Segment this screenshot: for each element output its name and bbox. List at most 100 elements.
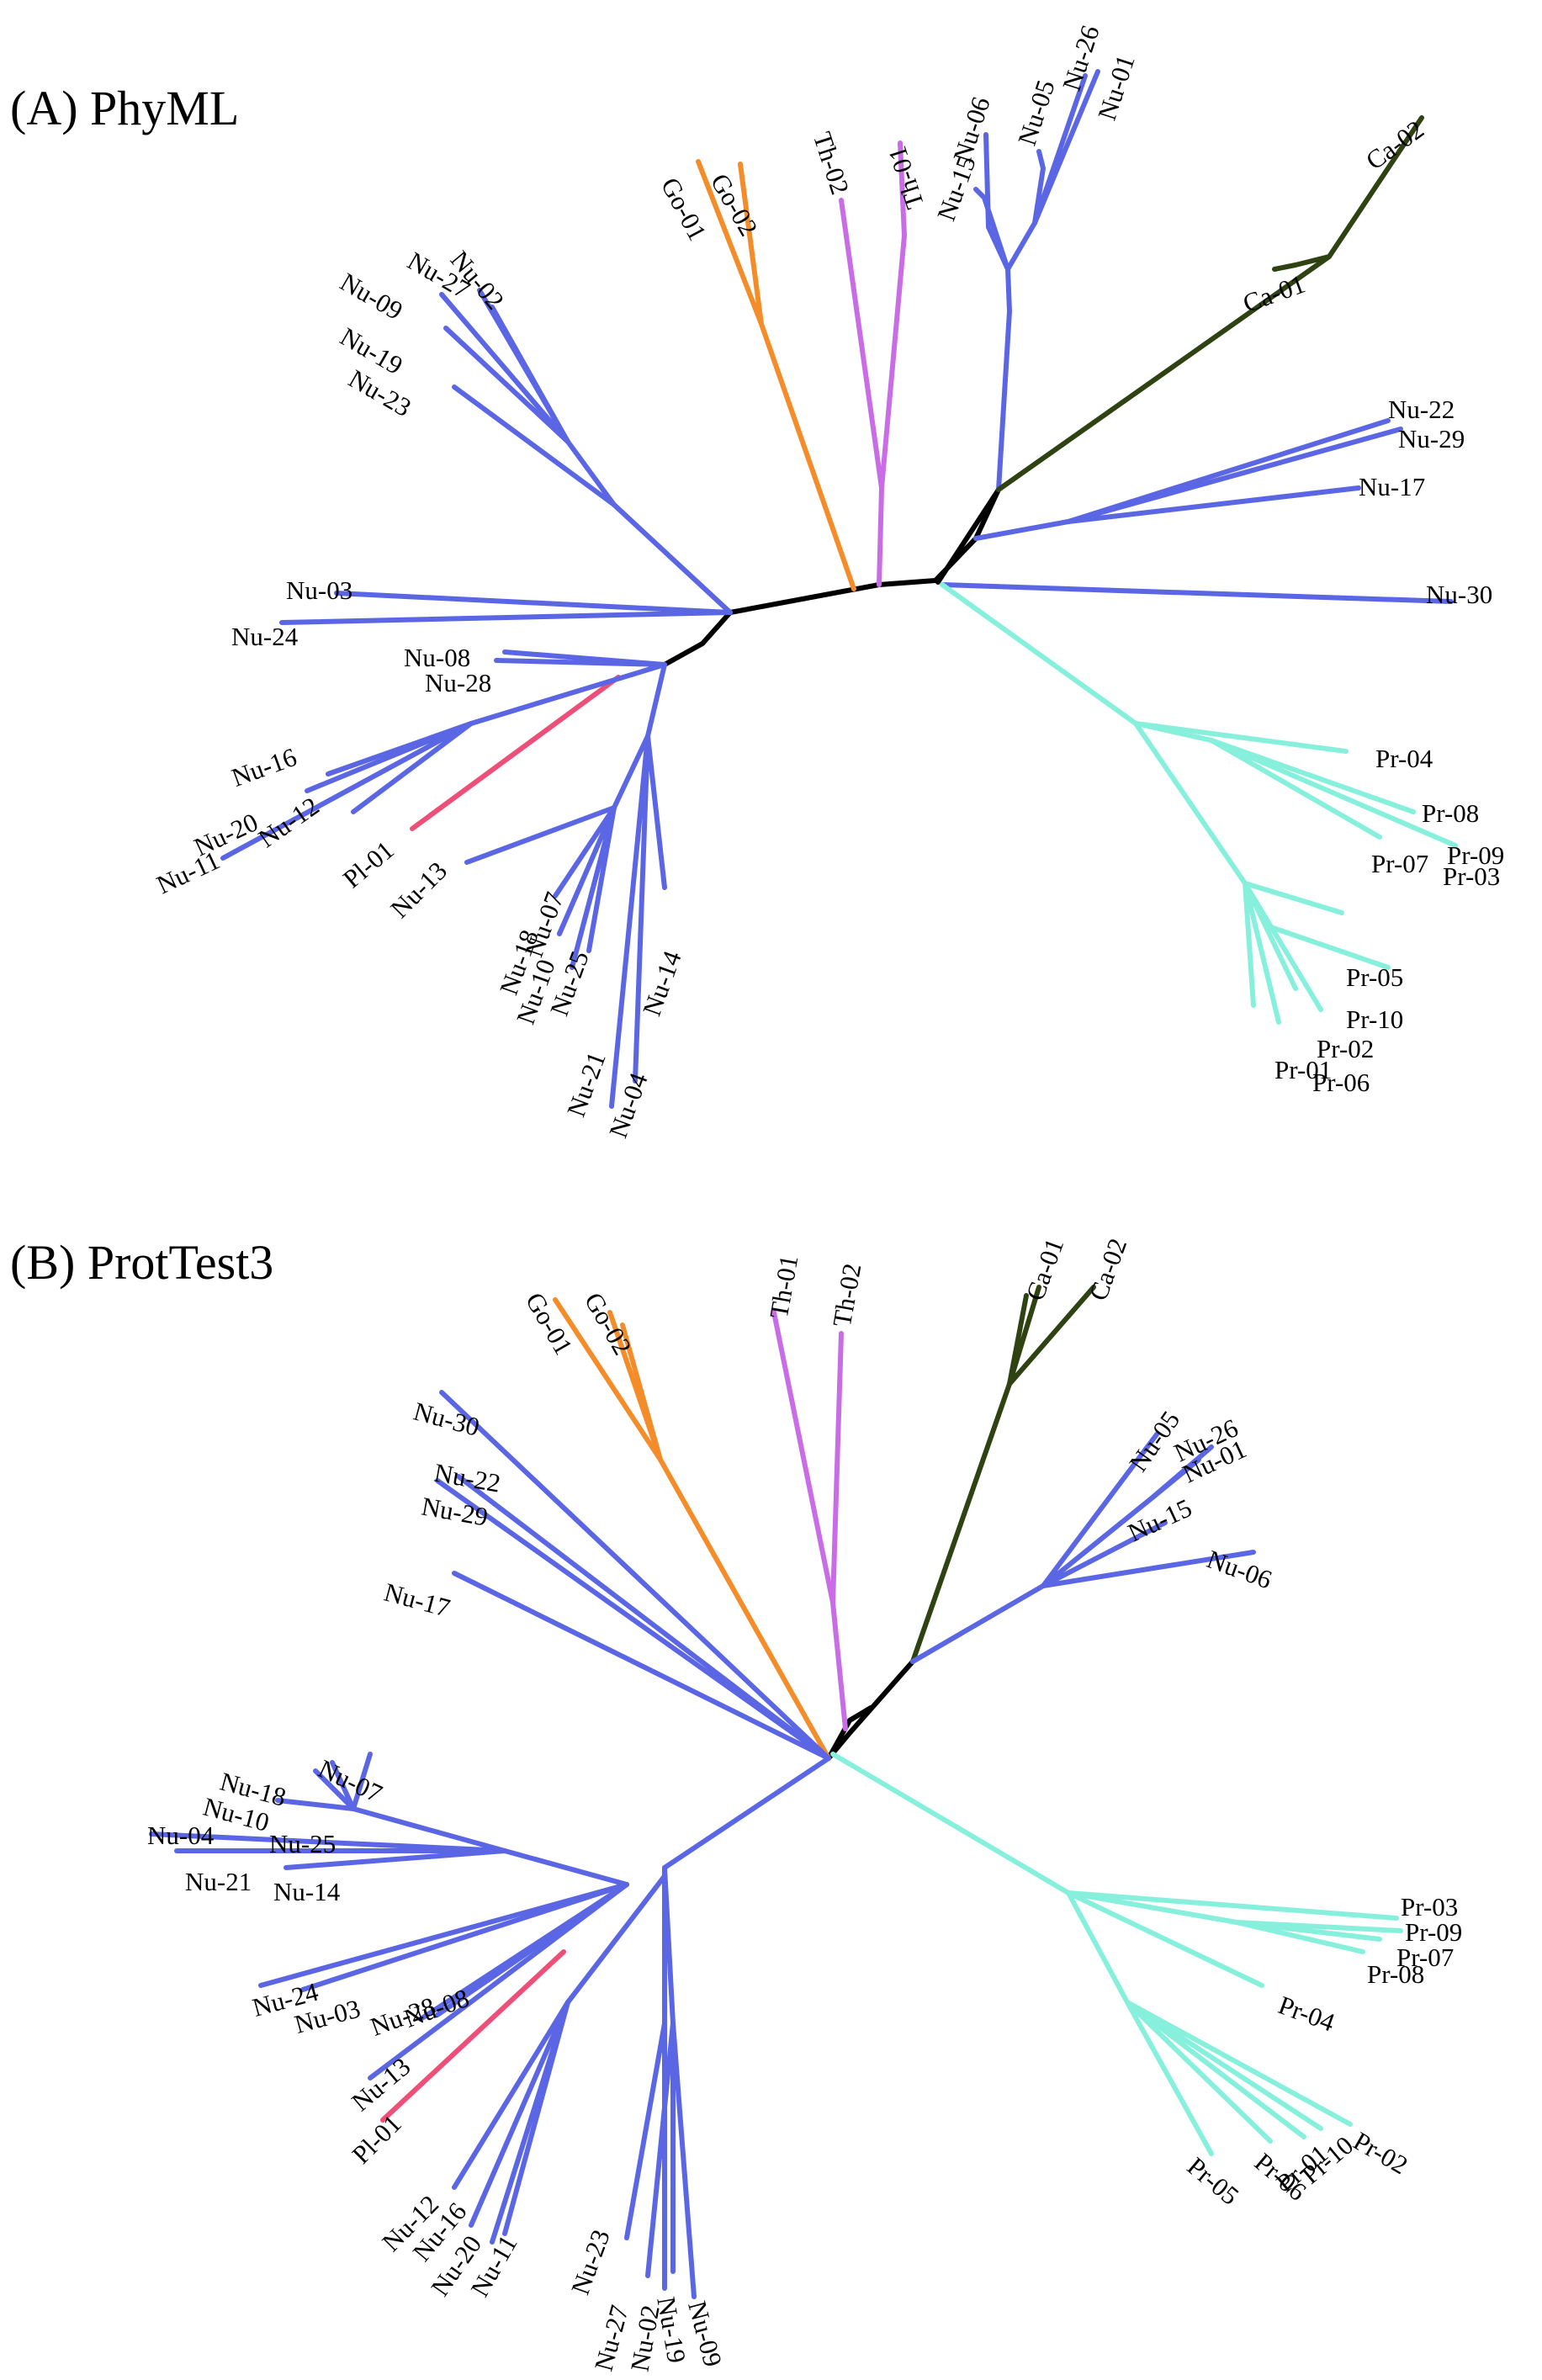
branch-pr-a-20: [1209, 738, 1458, 848]
branch-nu-a-46: [443, 326, 617, 507]
leaf-label-nu-04: Nu-04: [147, 1821, 215, 1850]
branch-pr-a-21: [1209, 738, 1382, 840]
branch-nu-a-17: [940, 582, 1454, 604]
branch-pr-b-15: [830, 1752, 1399, 1921]
branch-nu-a-34: [586, 805, 617, 953]
leaf-label-nu-03: Nu-03: [286, 575, 352, 605]
branch-nu-b-12: [1041, 1432, 1159, 1588]
leaf-label-nu-06: Nu-06: [1203, 1544, 1275, 1594]
leaf-label-pl-01: Pl-01: [346, 2108, 406, 2169]
leaf-label-nu-25: Nu-25: [269, 1829, 336, 1858]
leaf-label-nu-30: Nu-30: [1426, 580, 1492, 609]
branch-nu-a-8: [983, 132, 1010, 272]
branch-pr-b-18: [1234, 1920, 1365, 1954]
branch-nu-b-32: [469, 2000, 570, 2228]
leaf-label-nu-21: Nu-21: [561, 1048, 612, 1121]
leaf-label-pr-02: Pr-02: [1317, 1034, 1374, 1063]
branch-pr-b-24: [1125, 2000, 1214, 2156]
branch-nu-b-28: [645, 2021, 676, 2278]
branch-nu-b-31: [452, 2000, 570, 2190]
leaf-label-nu-05: Nu-05: [1012, 77, 1061, 149]
leaf-label-th-02: Th-02: [808, 129, 856, 199]
leaf-label-nu-26: Nu-26: [1057, 22, 1105, 94]
branch-go-b-4: [620, 1323, 663, 1462]
branch-nu-b-41: [149, 1831, 507, 1853]
leaf-label-th-02: Th-02: [827, 1261, 867, 1329]
leaf-label-pr-09: Pr-09: [1405, 1917, 1462, 1947]
leaf-label-pr-06: Pr-06: [1312, 1068, 1370, 1097]
branch-pr-b-17: [1234, 1920, 1382, 1942]
branch-nu-a-16: [1066, 485, 1361, 524]
branch-nu-a-43: [279, 610, 733, 625]
branch-ca-b-7: [910, 1285, 1041, 1664]
leaf-label-pr-07: Pr-07: [1371, 849, 1428, 878]
leaf-label-pl-01: Pl-01: [337, 835, 400, 893]
leaf-label-nu-15: Nu-15: [1123, 1492, 1196, 1547]
leaf-label-pr-04: Pr-04: [1274, 1990, 1339, 2037]
branch-nu-a-49: [490, 305, 570, 444]
branch-nu-b-45: [330, 1760, 356, 1811]
branch-nu-b-13: [1041, 1520, 1168, 1588]
branch-nu-a-9: [1005, 149, 1046, 272]
branch-th-b-6: [830, 1331, 844, 1605]
branch-go-a-3: [738, 162, 764, 326]
branch-nu-b-39: [300, 1882, 629, 1992]
branch-th-a-5: [879, 140, 907, 490]
branch-nu-a-47: [439, 292, 570, 444]
branch-nu-a-6: [996, 267, 1012, 492]
leaf-label-nu-14: Nu-14: [637, 946, 687, 1020]
branch-nu-b-10: [910, 1444, 1214, 1664]
branch-nu-a-15: [1066, 427, 1403, 524]
leaf-label-pr-03: Pr-03: [1443, 861, 1500, 891]
leaf-label-nu-08: Nu-08: [404, 643, 470, 672]
leaf-label-nu-22: Nu-22: [1388, 395, 1455, 424]
branch-pr-a-27: [1243, 881, 1256, 1008]
branch-nu-b-33: [502, 2000, 570, 2236]
leaf-label-nu-24: Nu-24: [231, 622, 299, 651]
leaf-label-nu-23: Nu-23: [565, 2226, 616, 2298]
branch-nu-b-50: [439, 1390, 831, 1761]
branch-pr-b-21: [1125, 2000, 1323, 2131]
leaf-label-go-01: Go-01: [655, 172, 713, 245]
branch-nu-b-11: [1150, 1457, 1201, 1500]
leaf-label-ca-01: Ca-01: [1020, 1234, 1069, 1304]
leaf-label-th-01: Th-01: [764, 1253, 804, 1321]
branch-pr-a-25: [1243, 881, 1323, 1012]
branch-pr-a-23: [1243, 881, 1391, 970]
branch-ca-b-9: [1007, 1293, 1029, 1386]
branch-pl-b-34: [380, 1949, 566, 2123]
leaf-label-nu-13: Nu-13: [384, 856, 453, 924]
leaf-label-ca-01: Ca-01: [1239, 268, 1309, 318]
branch-go-a-2: [696, 159, 856, 591]
leaf-label-th-01: Th-01: [882, 143, 930, 213]
branch-nu-b-48: [435, 1478, 831, 1761]
branch-nu-a-39: [351, 721, 474, 814]
branch-nu-b-37: [435, 1882, 629, 2017]
branch-nu-a-35: [464, 805, 617, 865]
leaf-label-nu-22: Nu-22: [432, 1458, 503, 1498]
branch-ca-a-13: [1272, 254, 1332, 272]
leaf-label-nu-12: Nu-12: [253, 791, 325, 853]
branch-pr-a-24: [1243, 881, 1344, 915]
leaf-label-ca-02: Ca-02: [1083, 1234, 1132, 1304]
leaf-label-pr-04: Pr-04: [1375, 744, 1433, 773]
leaf-label-pr-07: Pr-07: [1396, 1943, 1454, 1972]
branch-nu-a-42: [502, 649, 667, 667]
leaf-label-nu-14: Nu-14: [273, 1877, 341, 1906]
leaf-label-nu-17: Nu-17: [1359, 472, 1425, 501]
branch-nu-a-29: [645, 734, 667, 890]
branch-th-a-4: [839, 198, 884, 587]
branch-nu-b-29: [624, 2021, 667, 2240]
branch-nu-a-30: [633, 734, 650, 1084]
branch-nu-b-47: [452, 1571, 831, 1761]
leaf-label-nu-30: Nu-30: [411, 1397, 483, 1442]
leaf-label-pr-08: Pr-08: [1367, 1959, 1424, 1989]
panel-a-branches: [220, 69, 1458, 1109]
leaf-label-nu-29: Nu-29: [420, 1492, 490, 1532]
leaf-label-nu-17: Nu-17: [381, 1577, 453, 1623]
branch-nu-a-14: [973, 418, 1391, 541]
panel-b-branches: [149, 1285, 1403, 2299]
branch-nu-a-33: [557, 805, 617, 936]
